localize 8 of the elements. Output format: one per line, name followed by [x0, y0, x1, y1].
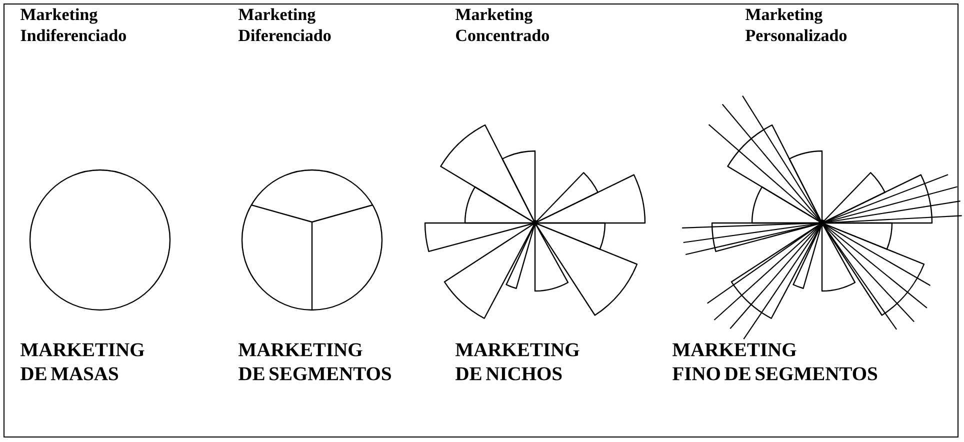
segment-label: MARKETING DE NICHOS: [456, 343, 580, 380]
segment-label: MARKETING FINO DE SEGMENTOS: [672, 343, 878, 380]
column-heading: Marketing Diferenciado: [238, 8, 331, 42]
segment-label: MARKETING DE MASAS: [20, 343, 144, 380]
column-heading: Marketing Personalizado: [746, 8, 847, 42]
column-heading: Marketing Concentrado: [456, 8, 549, 42]
column-heading: Marketing Indiferenciado: [20, 8, 126, 42]
segment-label: MARKETING DE SEGMENTOS: [238, 343, 391, 380]
